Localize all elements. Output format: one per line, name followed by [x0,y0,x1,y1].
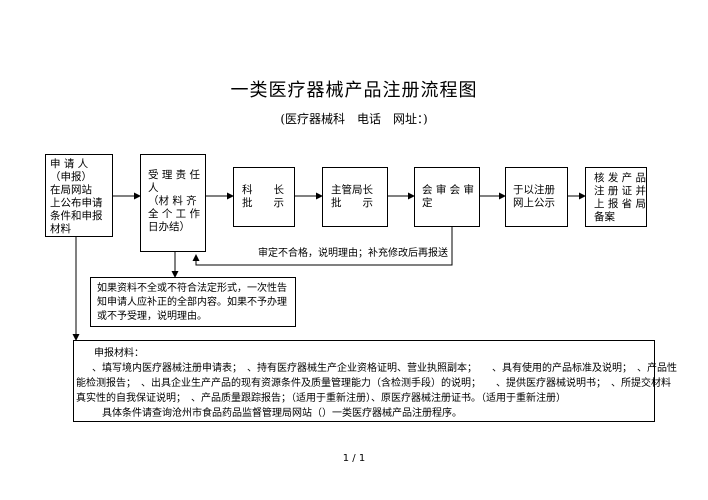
flow-step-section-chief-text: 科 长 批 示 [242,184,284,209]
flow-step-applicant-text: 申 请 人 （申报） 在局网站 上公布申请 条件和申报 材料 [50,158,103,235]
flow-step-deputy-director: 主管局长 批 示 [322,167,388,227]
materials-line-2: 能检测报告； 、出具企业生产产品的现有资源条件及质量管理能力（含检测手段）的说明… [76,378,671,389]
materials-line-1: 、填写境内医疗器械注册申请表； 、持有医疗器械生产企业资格证明、营业执照副本； … [92,363,677,374]
reject-loop-arrow [192,227,453,266]
materials-line-4: 具体条件请查询沧州市食品药品监督管理局网站（）一类医疗器械产品注册程序。 [102,408,462,419]
materials-heading: 申报材料： [94,348,144,359]
flow-step-applicant: 申 请 人 （申报） 在局网站 上公布申请 条件和申报 材料 [45,154,113,237]
incomplete-note-text: 如果资料不全或不符合法定形式，一次性告 知申请人应补正的全部内容。如果不予办理 … [97,283,287,322]
flow-step-issue-certificate-text: 核 发 产 品 注 册 证 并 上 报 省 局 备案 [594,172,647,223]
incomplete-note-box: 如果资料不全或不符合法定形式，一次性告 知申请人应补正的全部内容。如果不予办理 … [90,277,296,327]
reject-note: 审定不合格，说明理由；补充修改后再报送 [258,248,448,259]
materials-box: 申报材料： 、填写境内医疗器械注册申请表； 、持有医疗器械生产企业资格证明、营业… [73,340,677,422]
page-subtitle: (医疗器械科 电话 网址：) [280,112,428,126]
flow-step-public-notice-text: 于以注册 网上公示 [513,184,555,209]
page-title: 一类医疗器械产品注册流程图 [230,80,478,101]
page-number: 1 / 1 [342,453,366,464]
flow-step-acceptance-text: 受 理 责 任 人 （材 料 齐 全 个 工 作 日办结） [148,169,201,233]
flow-step-deputy-director-text: 主管局长 批 示 [331,184,373,209]
flow-step-public-notice: 于以注册 网上公示 [505,167,568,227]
flow-step-acceptance: 受 理 责 任 人 （材 料 齐 全 个 工 作 日办结） [140,154,206,252]
flow-step-review-meeting-text: 会 审 会 审 定 [422,184,475,209]
flow-step-issue-certificate: 核 发 产 品 注 册 证 并 上 报 省 局 备案 [585,167,647,227]
materials-line-3: 真实性的自我保证说明； 、产品质量跟踪报告；（适用于重新注册）、原医疗器械注册证… [76,393,566,404]
flow-step-review-meeting: 会 审 会 审 定 [414,167,480,227]
flow-step-section-chief: 科 长 批 示 [233,167,295,227]
